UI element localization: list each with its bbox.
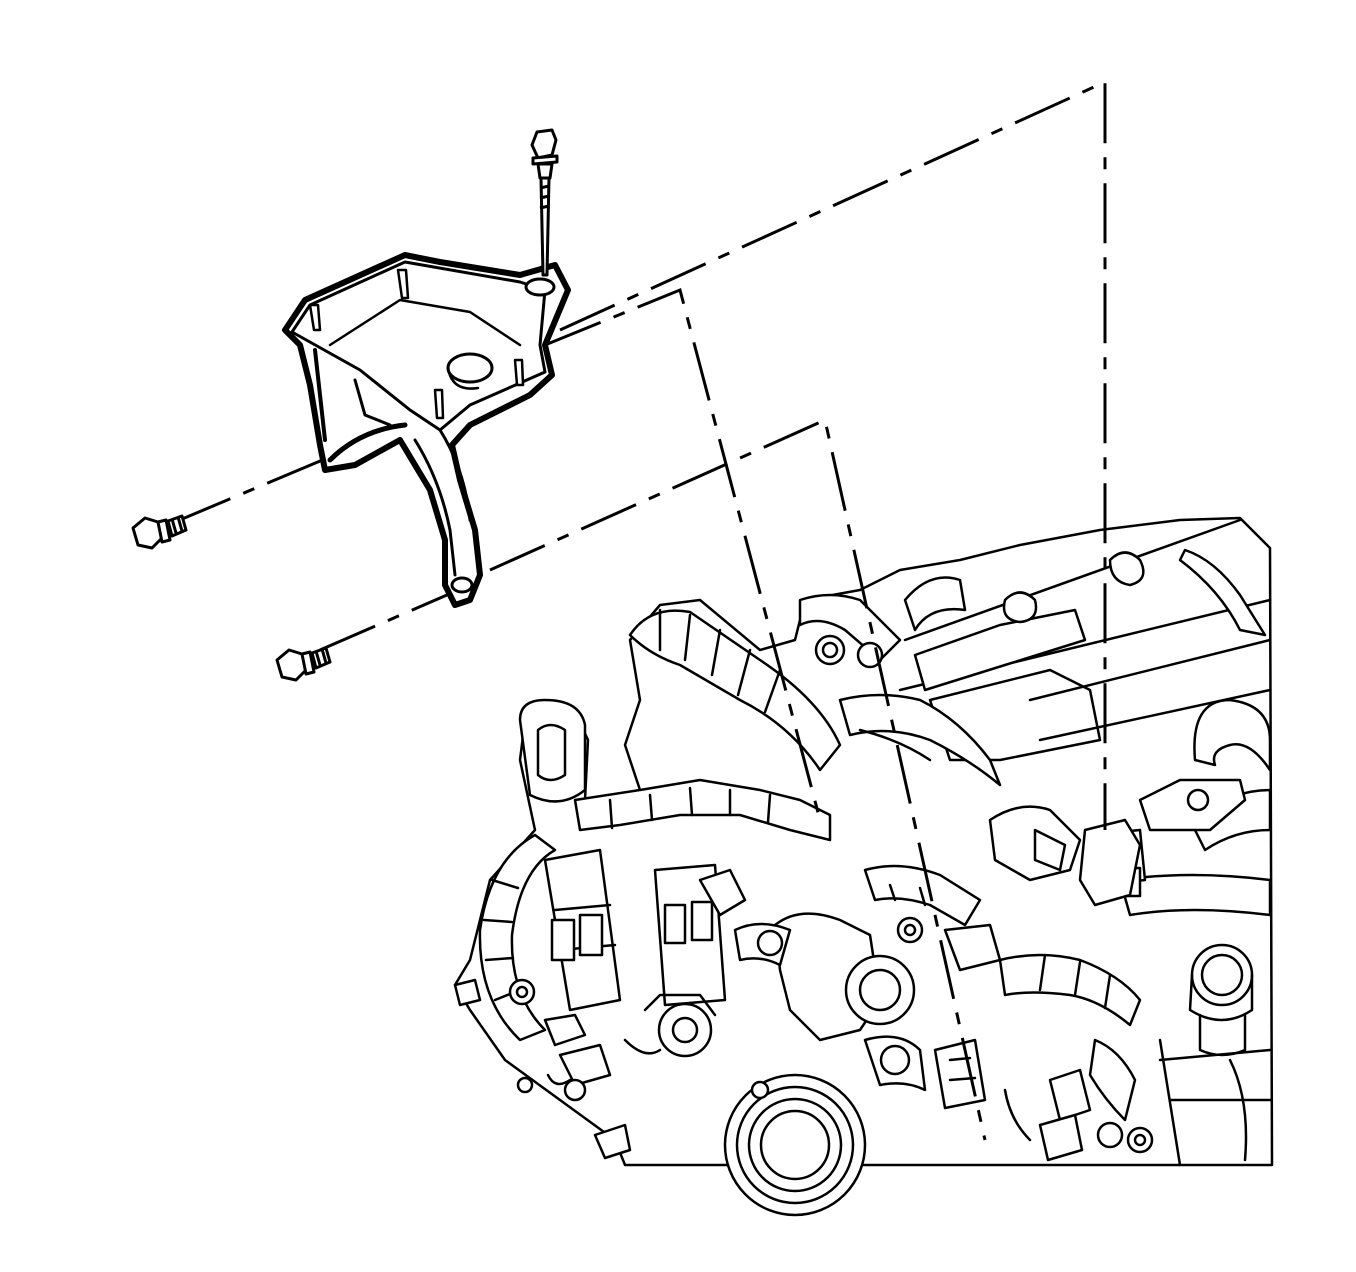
- bolt-top: [530, 128, 559, 277]
- bolt-left-lower: [275, 646, 332, 682]
- bolt-left-upper: [131, 514, 188, 550]
- assembly-line-left-lower: [319, 583, 471, 652]
- assembly-line-lower: [489, 417, 987, 1141]
- bracket: [282, 252, 571, 608]
- engine-assembly: [453, 516, 1274, 1217]
- assembly-lines: [174, 79, 1107, 1141]
- assembly-line-middle: [544, 287, 822, 821]
